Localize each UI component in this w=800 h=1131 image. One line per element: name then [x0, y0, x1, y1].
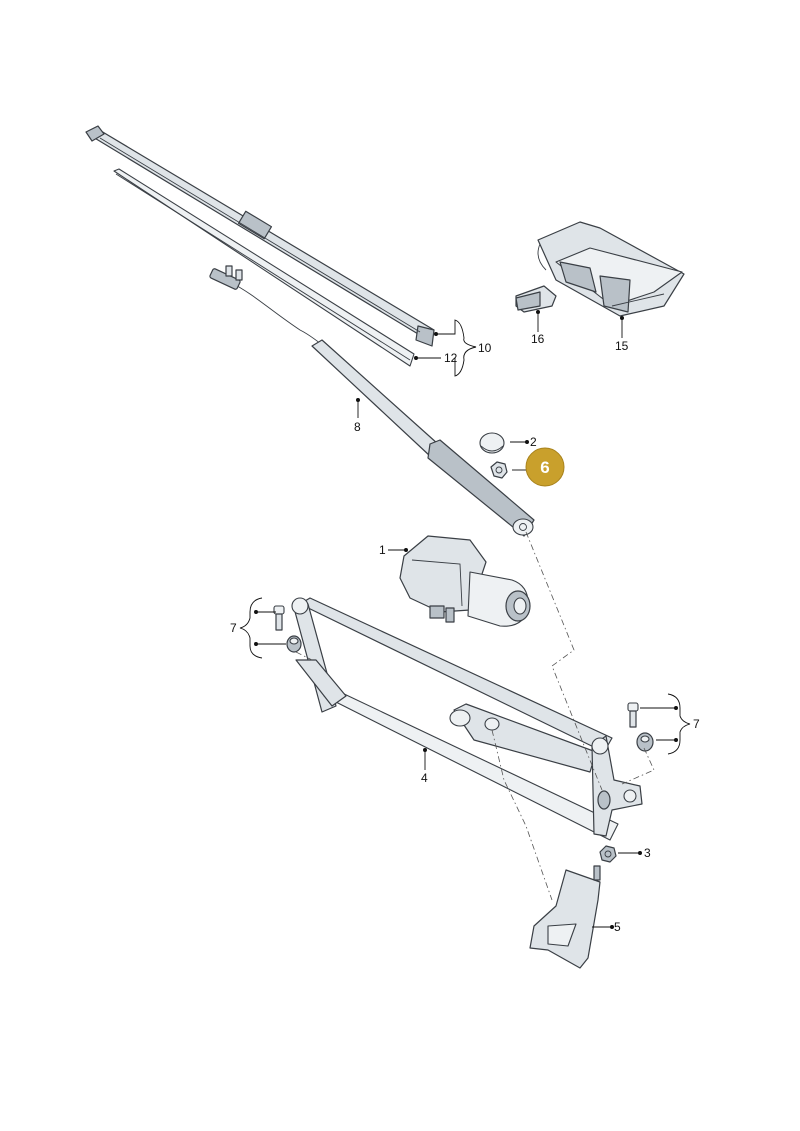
- label-15: 15: [615, 339, 629, 353]
- bushing-left[interactable]: [286, 635, 302, 653]
- label-8: 8: [354, 420, 361, 434]
- label-7-right: 7: [693, 717, 700, 731]
- leader-lines: [239, 310, 691, 929]
- flange-nut[interactable]: [599, 845, 617, 863]
- hex-nut[interactable]: [490, 461, 508, 479]
- cover-cap[interactable]: [479, 432, 505, 454]
- wiper-arm[interactable]: [209, 265, 535, 537]
- label-7-left: 7: [230, 621, 237, 635]
- bolt-left[interactable]: [273, 605, 285, 631]
- electrical-connector[interactable]: [515, 285, 557, 313]
- label-12: 12: [444, 351, 458, 365]
- wiper-linkage-frame[interactable]: [291, 597, 643, 841]
- bushing-right[interactable]: [636, 732, 654, 752]
- label-16: 16: [531, 332, 545, 346]
- label-1: 1: [379, 543, 386, 557]
- label-4: 4: [421, 771, 428, 785]
- highlight-callout-6[interactable]: 6: [525, 447, 565, 487]
- wiper-blade[interactable]: [85, 125, 435, 347]
- wiper-rubber-insert[interactable]: [113, 168, 415, 367]
- label-2: 2: [530, 435, 537, 449]
- label-3: 3: [644, 846, 651, 860]
- mounting-bracket[interactable]: [529, 865, 601, 969]
- alignment-lines: [295, 531, 655, 901]
- bolt-right[interactable]: [627, 702, 639, 728]
- wiper-motor[interactable]: [399, 535, 531, 627]
- highlight-circle: [525, 447, 565, 487]
- label-10: 10: [478, 341, 492, 355]
- wiper-control-unit[interactable]: [537, 221, 685, 317]
- label-6: 6: [540, 458, 549, 477]
- label-5: 5: [614, 920, 621, 934]
